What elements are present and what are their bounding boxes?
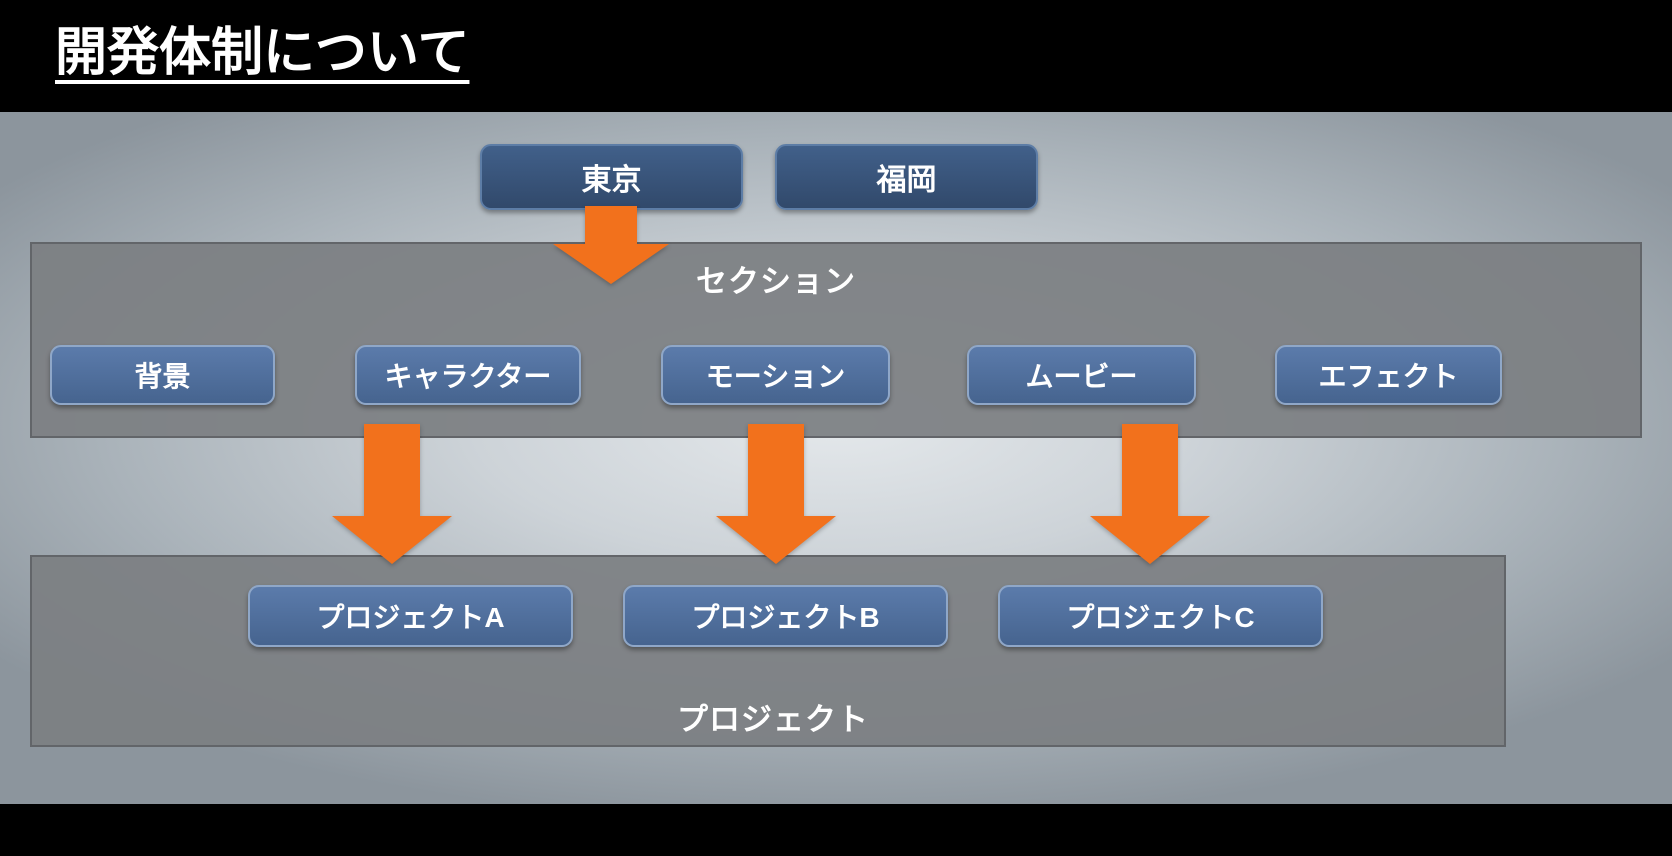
bottom-bar xyxy=(0,804,1672,856)
arrow-head xyxy=(1090,516,1210,564)
arrow-shaft xyxy=(1122,424,1178,516)
node-project-a: プロジェクトA xyxy=(248,585,573,647)
node-section-effect: エフェクト xyxy=(1275,345,1502,405)
node-fukuoka: 福岡 xyxy=(775,144,1038,210)
node-section-movie: ムービー xyxy=(967,345,1196,405)
project-panel-label: プロジェクト xyxy=(677,702,869,737)
node-section-motion: モーション xyxy=(661,345,890,405)
node-section-character: キャラクター xyxy=(355,345,581,405)
slide-title: 開発体制について xyxy=(55,24,470,82)
section-panel-label: セクション xyxy=(696,264,856,299)
arrow-shaft xyxy=(585,206,637,244)
arrow-head xyxy=(716,516,836,564)
section-panel xyxy=(30,242,1642,438)
arrow-tokyo-to-sections-icon xyxy=(553,206,669,284)
arrow-shaft xyxy=(364,424,420,516)
arrow-section-to-project-c-icon xyxy=(1090,424,1210,564)
arrow-head xyxy=(332,516,452,564)
node-section-haikei: 背景 xyxy=(50,345,275,405)
arrow-section-to-project-a-icon xyxy=(332,424,452,564)
title-bar: 開発体制について xyxy=(0,0,1672,112)
node-project-c: プロジェクトC xyxy=(998,585,1323,647)
arrow-shaft xyxy=(748,424,804,516)
node-tokyo: 東京 xyxy=(480,144,743,210)
node-project-b: プロジェクトB xyxy=(623,585,948,647)
arrow-head xyxy=(553,244,669,284)
arrow-section-to-project-b-icon xyxy=(716,424,836,564)
